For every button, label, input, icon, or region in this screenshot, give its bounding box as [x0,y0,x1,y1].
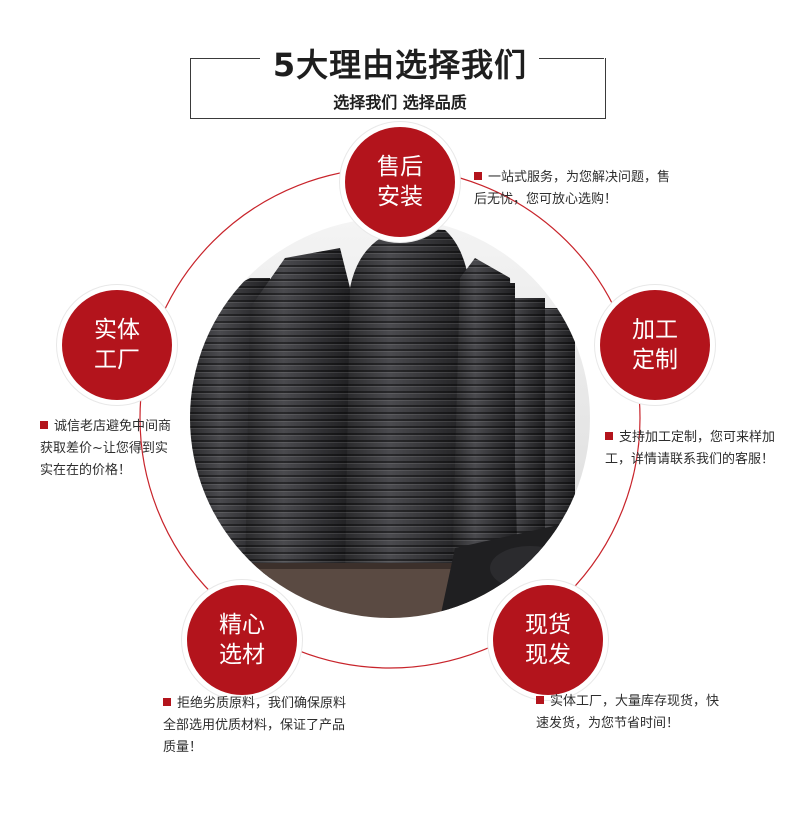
bullet-square-icon [605,432,613,440]
stacked-tanks-image [190,218,590,618]
header-line-right [534,58,604,59]
desc-custom-processing: 支持加工定制，您可来样加工，详情请联系我们的客服！ [605,430,776,467]
badge-after-sales: 售后安装 [345,127,455,237]
badge-physical-factory: 实体工厂 [62,290,172,400]
badge-custom-processing: 加工定制 [600,290,710,400]
desc-after-sales: 一站式服务，为您解决问题，售后无忧，您可放心选购！ [474,170,671,207]
badge-material-selection: 精心选材 [187,585,297,695]
desc-in-stock: 实体工厂，大量库存现货，快速发货，为您节省时间！ [536,694,720,731]
header-line-left [190,58,260,59]
page-title: 5大理由选择我们 [0,40,800,86]
desc-physical-factory: 诚信老店避免中间商获取差价~让您得到实实在在的价格！ [40,419,172,478]
bullet-square-icon [163,698,171,706]
desc-material-selection: 拒绝劣质原料，我们确保原料全部选用优质材料，保证了产品质量！ [163,696,347,755]
product-photo [190,218,590,618]
header-frame [190,58,606,119]
bullet-square-icon [474,172,482,180]
bullet-square-icon [536,696,544,704]
badge-in-stock: 现货现发 [493,585,603,695]
bullet-square-icon [40,421,48,429]
page-subtitle: 选择我们 选择品质 [333,93,467,112]
